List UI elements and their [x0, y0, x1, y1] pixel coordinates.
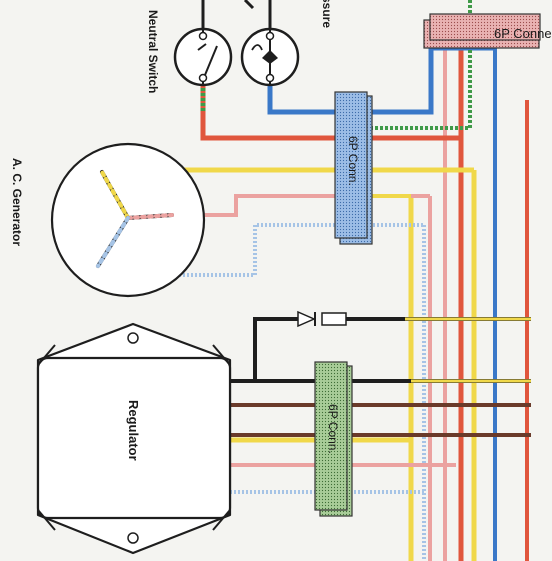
connector-6p-low-label: 6P Conn.	[326, 404, 340, 454]
wire-reg-black	[230, 317, 298, 383]
regulator	[36, 322, 232, 555]
regulator-label: Regulator	[126, 400, 141, 461]
neutral-switch	[173, 27, 233, 87]
pressure-switch-label: ssure	[320, 0, 334, 29]
pressure-switch	[240, 27, 300, 87]
regulator-wires	[230, 317, 531, 494]
ac-generator	[50, 142, 206, 298]
right-vertical-wires	[408, 35, 529, 561]
connector-6p-mid	[334, 91, 373, 245]
connector-6p-mid-label: 6P Conn.	[346, 136, 360, 186]
diode	[297, 310, 347, 328]
wire-conn-to-right-red	[370, 128, 464, 141]
neutral-switch-blade-icon	[204, 45, 218, 76]
wire-neutral-to-conn	[200, 85, 335, 141]
wire-pressure-to-conn	[267, 85, 335, 115]
ac-generator-label: A. C. Generator	[10, 158, 24, 247]
wiring-diagram	[36, 0, 541, 561]
regulator-mount-hole-top	[127, 332, 139, 344]
neutral-switch-label: Neutral Switch	[146, 10, 160, 94]
wire-gen-pink	[175, 194, 430, 217]
connector-6p-top	[423, 13, 541, 49]
wire-black-pressure-diag	[243, 0, 255, 10]
wire-conn-to-right-blue	[370, 45, 495, 115]
stator-coil-icon	[96, 170, 174, 268]
regulator-mount-hole-bottom	[127, 532, 139, 544]
connector-6p-top-label: 6P Conne	[494, 26, 552, 41]
pressure-switch-diaphragm-icon	[262, 50, 278, 64]
connector-6p-low	[314, 361, 353, 517]
diode-arrow-icon	[297, 310, 316, 328]
